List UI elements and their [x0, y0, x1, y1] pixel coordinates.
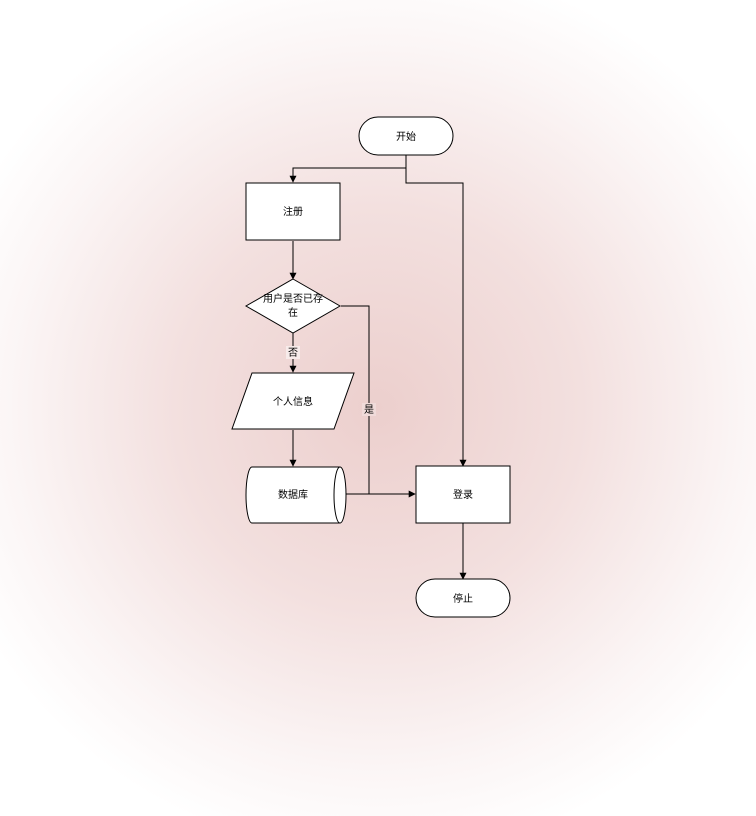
login-label: 登录 [453, 488, 473, 501]
login-node: 登录 [415, 465, 511, 524]
stop-shape [415, 578, 511, 618]
login-shape [415, 465, 511, 524]
branch-no-bg [286, 346, 300, 359]
edge-start-to-login [405, 168, 467, 467]
start-node: 开始 [358, 116, 454, 156]
personal-info-node: 个人信息 [231, 372, 355, 430]
register-label: 注册 [283, 205, 303, 218]
branch-no-label: 否 [288, 347, 298, 359]
edge-decision-to-login-yes [341, 305, 416, 498]
start-shape [358, 116, 454, 156]
decision-label-line1: 用户是否已存 [263, 292, 323, 305]
branch-yes-label: 是 [364, 404, 374, 416]
decision-shape [244, 278, 342, 334]
start-label: 开始 [396, 130, 416, 143]
database-label: 数据库 [278, 488, 308, 501]
stop-label: 停止 [453, 592, 473, 605]
register-node: 注册 [245, 182, 341, 241]
register-shape [245, 182, 341, 241]
stop-node: 停止 [415, 578, 511, 618]
personal-info-label: 个人信息 [273, 395, 313, 408]
database-node: 数据库 [245, 466, 347, 524]
personal-info-shape [231, 372, 355, 430]
connectors [289, 155, 467, 580]
decision-label-line2: 在 [288, 307, 298, 319]
database-end-arc [333, 466, 341, 524]
branch-yes-bg [362, 403, 376, 416]
decision-node: 用户是否已存 在 [244, 278, 342, 334]
edge-start-to-register [289, 155, 407, 183]
